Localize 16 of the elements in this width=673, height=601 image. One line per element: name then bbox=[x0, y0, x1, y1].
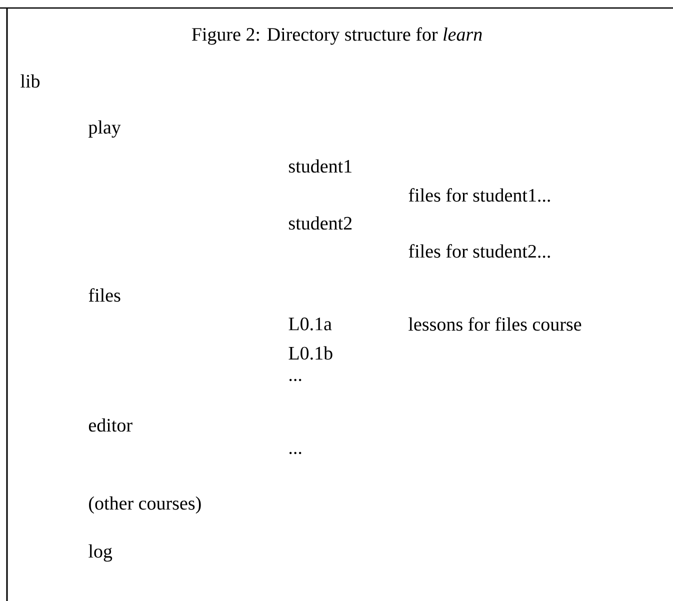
directory-label: files for student1... bbox=[408, 188, 550, 202]
directory-label: ... bbox=[289, 452, 302, 454]
directory-label: L0.1b bbox=[288, 346, 332, 360]
directory-label: (other courses) bbox=[89, 496, 201, 514]
directory-label: student2 bbox=[288, 216, 352, 230]
directory-label: files bbox=[88, 288, 120, 302]
directory-label: log bbox=[88, 544, 112, 562]
directory-label: lib bbox=[20, 74, 40, 88]
directory-label: play bbox=[88, 120, 121, 138]
figure-title: Figure 2: Directory structure for learn bbox=[192, 27, 482, 45]
directory-label: editor bbox=[88, 418, 132, 432]
directory-label: student1 bbox=[288, 159, 352, 173]
directory-label: files for student2... bbox=[408, 244, 550, 258]
directory-label: ... bbox=[289, 378, 302, 382]
directory-label: lessons for files course bbox=[408, 317, 582, 331]
directory-label: L0.1a bbox=[288, 318, 332, 330]
